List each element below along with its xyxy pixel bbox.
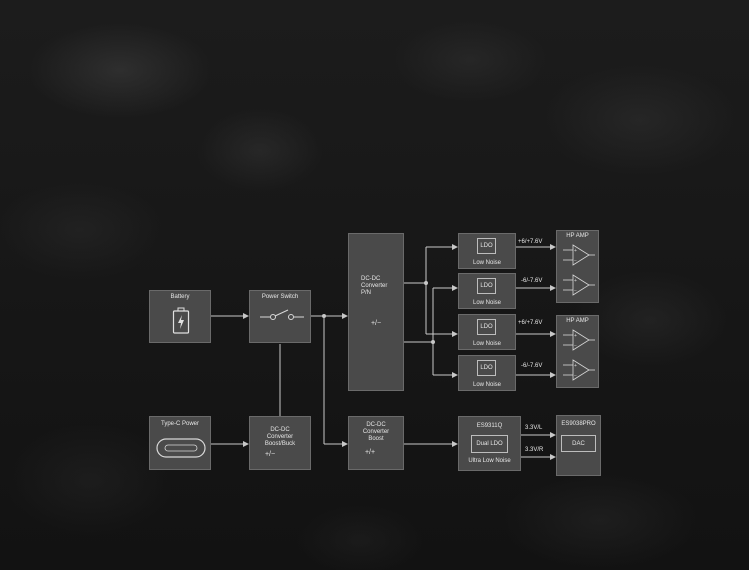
op-amp-icon: + − + − bbox=[563, 244, 595, 296]
ldo-label: Low Noise bbox=[472, 382, 501, 388]
chip-title: ES9311Q bbox=[476, 423, 503, 429]
power-switch-block: Power Switch bbox=[249, 290, 311, 343]
ldo-block: LDO Low Noise bbox=[458, 233, 516, 269]
dcdc-pn-block: DC-DC Converter P/N +/− bbox=[348, 233, 404, 391]
rail-voltage-label: -6/-7.6V bbox=[521, 363, 543, 369]
hp-amp-label: HP AMP bbox=[566, 233, 589, 239]
svg-text:+: + bbox=[574, 278, 577, 284]
chip-title: ES9038PRO bbox=[561, 421, 596, 427]
ldo-label: Low Noise bbox=[472, 300, 501, 306]
type-c-label: Type-C Power bbox=[160, 421, 199, 427]
polarity-symbol: +/− bbox=[370, 320, 382, 327]
dcdc-subtitle: Converter bbox=[362, 429, 390, 435]
ldo-chip: LDO bbox=[477, 238, 496, 254]
hp-amp-label: HP AMP bbox=[566, 318, 589, 324]
svg-text:−: − bbox=[574, 288, 577, 294]
ldo-label: Low Noise bbox=[472, 341, 501, 347]
svg-text:−: − bbox=[574, 258, 577, 264]
battery-block: Battery bbox=[149, 290, 211, 343]
svg-text:−: − bbox=[574, 343, 577, 349]
hp-amp-block: HP AMP + − + − bbox=[556, 230, 599, 303]
polarity-symbol: +/− bbox=[264, 451, 276, 458]
dcdc-title: DC-DC bbox=[366, 422, 386, 428]
dcdc-subtitle: Converter bbox=[266, 434, 294, 440]
op-amp-icon: + − + − bbox=[563, 329, 595, 381]
rail-voltage-label: +6/+7.6V bbox=[518, 320, 543, 326]
dual-ldo-chip: Dual LDO bbox=[471, 435, 508, 453]
es9311q-block: ES9311Q Dual LDO Ultra Low Noise bbox=[458, 416, 521, 471]
dcdc-boost-buck-block: DC-DC Converter Boost/Buck +/− bbox=[249, 416, 311, 470]
ldo-chip: LDO bbox=[477, 319, 496, 335]
power-switch-label: Power Switch bbox=[261, 294, 299, 300]
rail-voltage-label: 3.3V/L bbox=[525, 425, 543, 431]
hp-amp-block: HP AMP + − + − bbox=[556, 315, 599, 388]
dac-chip: DAC bbox=[561, 435, 596, 452]
dcdc-mode: Boost bbox=[368, 436, 384, 442]
ldo-block: LDO Low Noise bbox=[458, 273, 516, 309]
switch-symbol-icon bbox=[260, 309, 304, 320]
dac-block: ES9038PRO DAC bbox=[556, 415, 601, 476]
ldo-label: Low Noise bbox=[472, 260, 501, 266]
ldo-chip: LDO bbox=[477, 278, 496, 294]
svg-text:+: + bbox=[574, 333, 577, 339]
rail-voltage-label: +6/+7.6V bbox=[518, 239, 543, 245]
dcdc-mode: Boost/Buck bbox=[264, 441, 296, 447]
usb-c-port-icon bbox=[156, 438, 206, 458]
battery-label: Battery bbox=[170, 294, 190, 300]
rail-voltage-label: -6/-7.6V bbox=[521, 278, 543, 284]
svg-text:−: − bbox=[574, 373, 577, 379]
dcdc-title: DC-DC bbox=[270, 427, 290, 433]
dcdc-title: DC-DC bbox=[361, 276, 381, 282]
dcdc-subtitle: Converter bbox=[361, 283, 388, 289]
type-c-block: Type-C Power bbox=[149, 416, 211, 470]
rail-voltage-label: 3.3V/R bbox=[525, 447, 544, 453]
chip-label: Ultra Low Noise bbox=[468, 458, 511, 464]
ldo-chip: LDO bbox=[477, 360, 496, 376]
battery-icon bbox=[172, 307, 190, 334]
dcdc-boost-block: DC-DC Converter Boost +/+ bbox=[348, 416, 404, 470]
dcdc-mode: P/N bbox=[361, 290, 372, 296]
ldo-block: LDO Low Noise bbox=[458, 314, 516, 350]
svg-text:+: + bbox=[574, 363, 577, 369]
svg-text:+: + bbox=[574, 248, 577, 254]
polarity-symbol: +/+ bbox=[364, 449, 376, 456]
ldo-block: LDO Low Noise bbox=[458, 355, 516, 391]
